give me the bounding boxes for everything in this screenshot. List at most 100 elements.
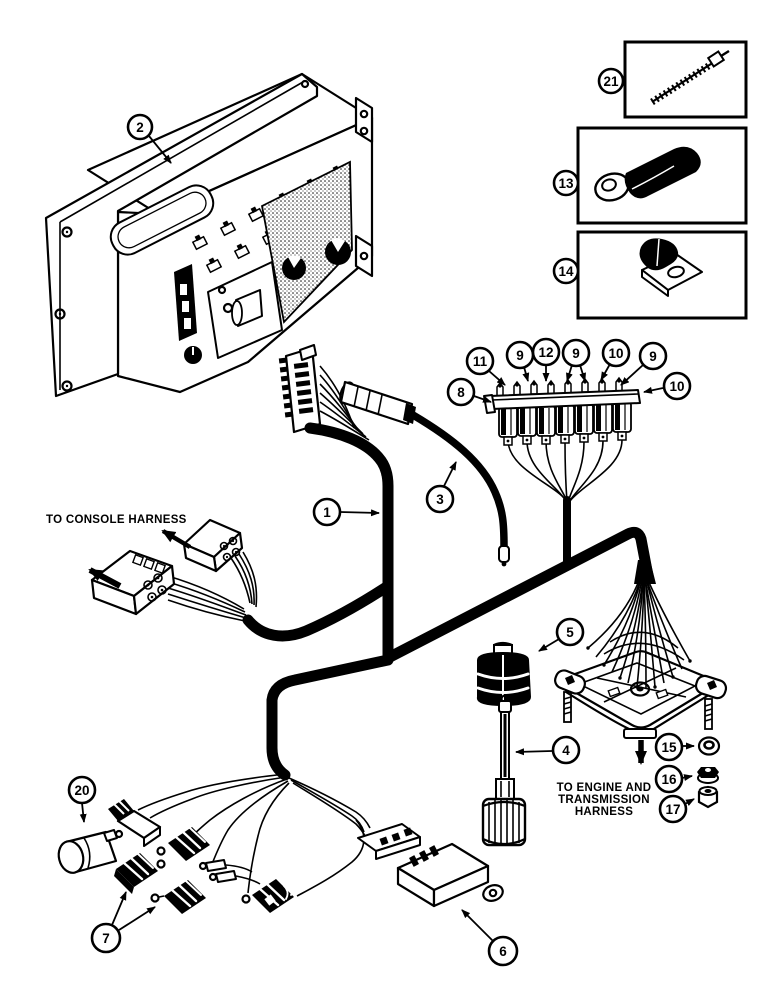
svg-text:16: 16: [661, 772, 677, 787]
inset-box-clamp: [576, 230, 748, 320]
callout-14-3: 14: [552, 257, 580, 285]
console-wires: [167, 551, 258, 622]
svg-text:10: 10: [608, 346, 623, 361]
svg-text:11: 11: [473, 354, 488, 369]
inset-box-cable-tie: [623, 40, 748, 119]
cluster-bezel-flange: [44, 72, 319, 398]
svg-text:12: 12: [538, 345, 553, 360]
lamp-branch: [266, 654, 394, 781]
console-harness-label: TO CONSOLE HARNESS: [46, 514, 187, 526]
svg-text:13: 13: [558, 176, 574, 191]
cluster-knob-right: [325, 238, 351, 265]
callout-20-21: 20: [67, 775, 97, 823]
cable-tie: [650, 49, 730, 105]
socket-bar-end: [483, 394, 496, 414]
lamp-branch-components: [57, 773, 504, 914]
main-harness: [242, 422, 654, 781]
plate-bolt-right: [704, 698, 713, 730]
svg-text:5: 5: [566, 625, 574, 640]
inset-box-terminal: [576, 126, 748, 225]
callout-10-11: 10: [643, 371, 692, 401]
lock-nut-item17: [697, 785, 719, 809]
striped-connector: [108, 799, 162, 847]
connector-lead-wires: [319, 365, 370, 441]
grommet: [476, 641, 531, 706]
engine-branch: [382, 526, 654, 664]
svg-text:3: 3: [436, 492, 444, 507]
engine-harness-label-line2: TRANSMISSION: [558, 794, 650, 806]
svg-text:8: 8: [457, 385, 465, 400]
engine-harness-label: TO ENGINE AND TRANSMISSION HARNESS: [557, 782, 652, 818]
instrument-cluster: [44, 72, 374, 398]
callout-15-16: 15: [654, 732, 695, 762]
console-branch: [242, 580, 394, 642]
washer-item15: [697, 736, 721, 756]
svg-text:9: 9: [572, 346, 580, 361]
engine-harness-label-line1: TO ENGINE AND: [557, 782, 652, 794]
callout-2-0: 2: [126, 113, 172, 164]
cluster-recess-slot: [109, 184, 215, 256]
flange-nut-item16: [697, 767, 719, 784]
svg-text:6: 6: [499, 944, 507, 959]
plate-lug-right: [694, 674, 728, 700]
fan-pins: [586, 646, 692, 689]
speedometer-cable: [339, 380, 510, 567]
svg-text:10: 10: [669, 379, 684, 394]
fan-wires: [137, 773, 371, 897]
callout-4-15: 4: [515, 735, 581, 765]
fuse-holder-4: [241, 879, 294, 913]
callout-13-2: 13: [552, 169, 580, 197]
drive-cable-item4: [481, 694, 527, 847]
callout-21-1: 21: [597, 67, 625, 95]
bezel-screw-holes: [54, 79, 310, 392]
callout-12-7: 12: [531, 337, 561, 382]
callout-1-12: 1: [312, 497, 380, 527]
socket-wires: [507, 439, 623, 503]
plate-bolt-left: [563, 691, 572, 723]
svg-text:4: 4: [562, 743, 570, 758]
callout-9-6: 9: [505, 340, 535, 382]
plate-wire-fan: [587, 577, 691, 690]
callout-5-14: 5: [538, 617, 585, 652]
fuse-holder-2: [150, 880, 206, 914]
callout-9-10: 9: [620, 341, 668, 386]
console-connector-upper: [182, 518, 244, 573]
callout-9-8: 9: [561, 338, 591, 382]
ring-terminal: [594, 146, 701, 202]
svg-text:14: 14: [558, 264, 574, 279]
svg-text:1: 1: [323, 505, 331, 520]
console-direction-arrow-lower: [88, 567, 122, 589]
hardware-items: [697, 736, 721, 809]
svg-text:20: 20: [74, 783, 89, 798]
rect-connector: [357, 823, 421, 860]
cluster-small-knob: [184, 346, 202, 364]
plate-lug-left: [554, 669, 586, 695]
capacitor-item20: [57, 829, 124, 874]
callout-16-17: 16: [654, 764, 693, 794]
svg-text:15: 15: [661, 740, 677, 755]
bulb-socket-bank: [483, 377, 641, 570]
callout-17-18: 17: [658, 794, 695, 824]
svg-text:21: 21: [603, 74, 619, 89]
cluster-knob-left: [282, 255, 306, 280]
fuse-holder-1: [114, 853, 166, 894]
cluster-mount-ear-bottom: [354, 234, 374, 278]
callout-6-19: 6: [461, 909, 519, 967]
engine-harness-label-line3: HARNESS: [575, 806, 633, 818]
callout-7-20: 7: [90, 891, 156, 954]
svg-text:2: 2: [136, 120, 144, 135]
console-connector-lower: [90, 549, 176, 616]
svg-text:17: 17: [665, 802, 680, 817]
console-direction-arrow-upper: [161, 529, 192, 549]
svg-text:9: 9: [649, 349, 657, 364]
cluster-sub-plate: [207, 261, 283, 359]
cluster-connector-slot: [174, 264, 197, 341]
bullet-connectors: [198, 859, 237, 883]
callout-3-13: 3: [425, 461, 457, 514]
cluster-stippled-panel: [260, 160, 353, 324]
fuse-holder-3: [156, 827, 210, 861]
cluster-edge-connector: [278, 344, 370, 441]
